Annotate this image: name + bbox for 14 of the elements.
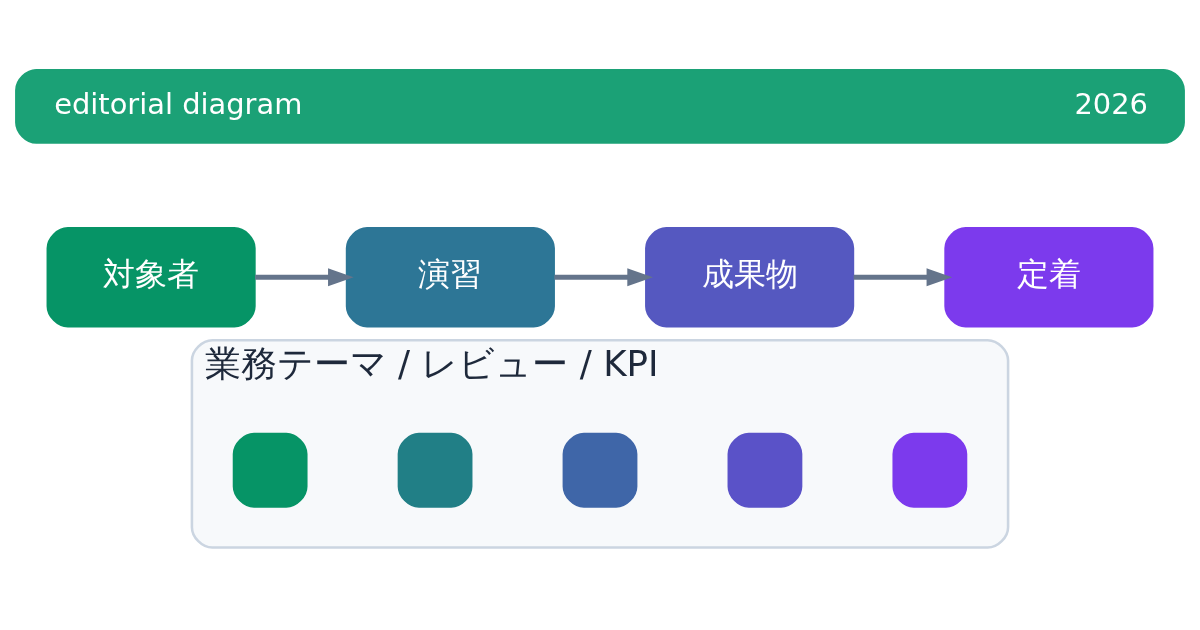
node-box (727, 432, 803, 508)
node-box: 対象者 (46, 226, 256, 327)
node-box: editorial diagram 2026 (15, 68, 1185, 144)
arrow (554, 267, 653, 286)
node-box (232, 432, 308, 508)
arrow (255, 267, 354, 286)
node-box: 成果物 (645, 226, 855, 327)
node-box (397, 432, 473, 508)
arrow (853, 267, 953, 286)
node-box (892, 432, 968, 508)
cluster: 業務テーマ / レビュー / KPI (190, 338, 1010, 549)
node-box (562, 432, 638, 508)
node-box: 演習 (345, 226, 555, 327)
node-box: 定着 (944, 226, 1154, 327)
